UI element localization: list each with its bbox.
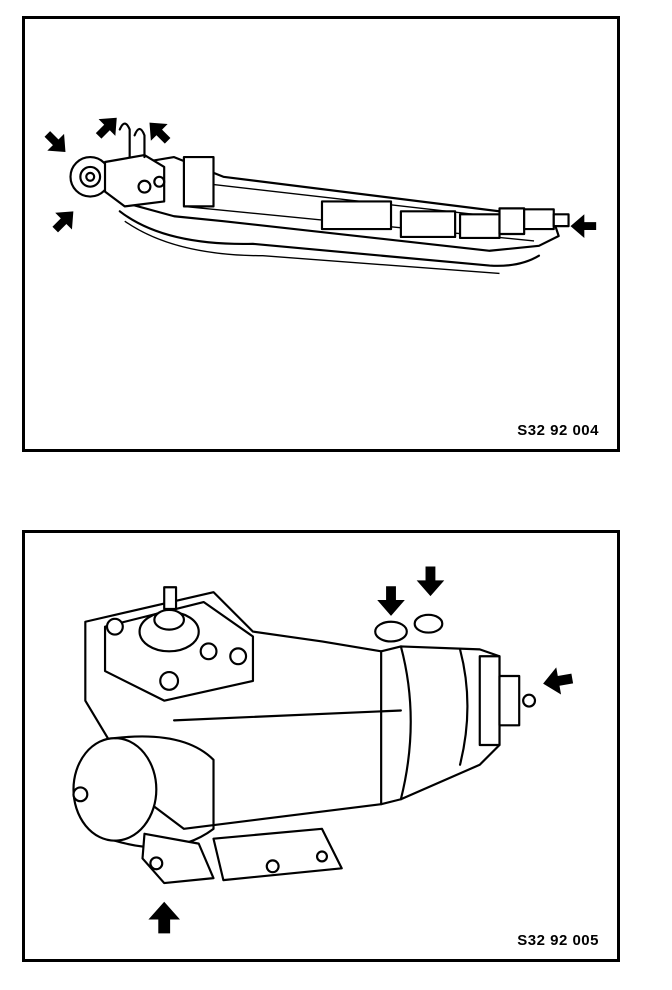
steering-gearbox-drawing	[72, 566, 574, 934]
arrow-bottom	[148, 901, 180, 934]
arrow-right	[570, 214, 597, 238]
arrow-top-a	[377, 586, 405, 616]
gearbox-housing	[72, 586, 537, 885]
figure-steering-gearbox: S32 92 005	[22, 530, 620, 962]
arrow-right	[543, 667, 574, 695]
arrow-top-left	[95, 117, 117, 139]
rack-housing	[113, 155, 570, 275]
arrow-left	[44, 131, 66, 153]
arrow-bottom-left	[52, 211, 74, 233]
valve-body	[69, 122, 166, 208]
arrow-markers	[148, 566, 574, 934]
arrow-top-center	[149, 122, 171, 144]
figure-code: S32 92 005	[517, 932, 599, 949]
arrow-top-b	[416, 566, 445, 597]
figure-steering-rack: S32 92 004	[22, 16, 620, 452]
figure-code: S32 92 004	[517, 422, 599, 439]
arrow-markers	[44, 117, 597, 238]
steering-rack-drawing	[44, 117, 597, 275]
